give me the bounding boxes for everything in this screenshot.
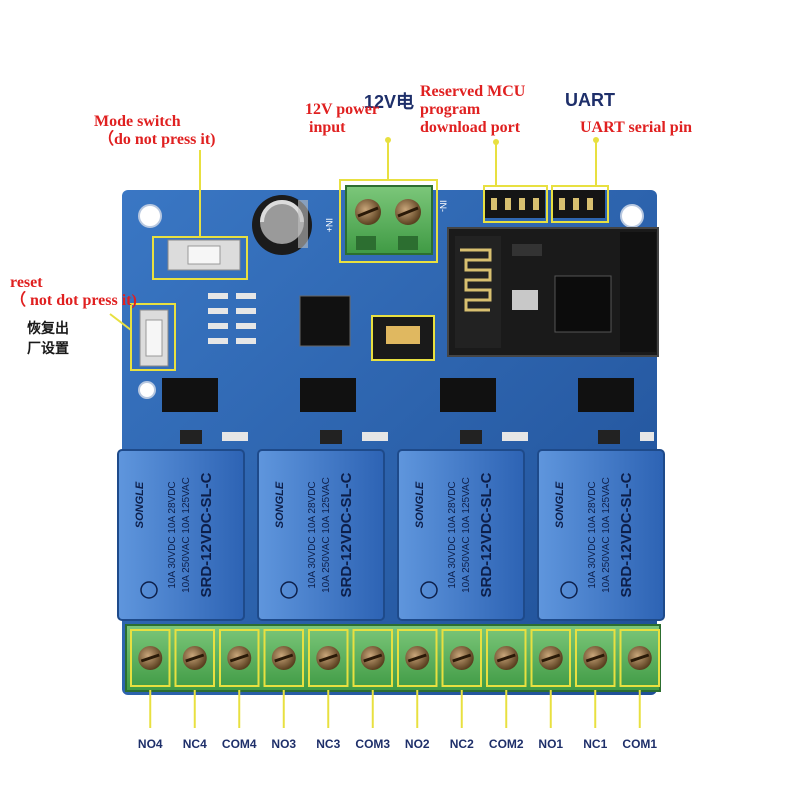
mount-hole [620,204,644,228]
uart-header [553,190,605,218]
callout-leaders [109,140,597,331]
mode-button-graphic [167,239,241,271]
relay-model-text: SRD-12VDC-SL-C [198,472,215,597]
terminal-no1 [530,629,571,687]
capacitor [252,195,312,255]
relay-rating-text: 10A 30VDC 10A 28VDC [167,481,178,588]
terminal-com3 [352,629,393,687]
relay-rating-text: 10A 250VAC 10A 125VAC [181,477,192,593]
relay-model-text: SRD-12VDC-SL-C [338,472,355,597]
terminal-label-no4: NO4 [137,737,163,751]
wifi-module [447,227,659,357]
board-text-in-minus: IN- [438,200,448,212]
callout-mcu-port: Reserved MCU program download port [420,83,526,136]
terminal-label-com2: COM2 [488,737,524,751]
terminal-strip [125,624,661,692]
terminal-com4 [219,629,260,687]
relay-rating-text: 10A 250VAC 10A 125VAC [321,477,332,593]
diode-row [222,432,654,441]
terminal-no3 [263,629,304,687]
transistor-row [180,430,620,444]
relay-model-text: SRD-12VDC-SL-C [478,472,495,597]
board-text-top-uart: UART [565,90,615,110]
terminal-no2 [397,629,438,687]
terminal-label-no3: NO3 [271,737,297,751]
relay-brand-text: SONGLE [274,481,286,528]
power-terminal [345,185,433,255]
terminal-no4 [130,629,171,687]
relay-brand-text: SONGLE [414,481,426,528]
terminal-label-com3: COM3 [355,737,391,751]
callout-uart-pin: UART serial pin [580,119,693,136]
callout-mode-switch: Mode switch （do not press it) [94,113,216,148]
terminal-label-nc3: NC3 [316,737,341,751]
terminal-label-com4: COM4 [221,737,257,751]
terminal-nc3 [308,629,349,687]
terminal-label-nc1: NC1 [583,737,608,751]
relay-model-text: SRD-12VDC-SL-C [618,472,635,597]
jumper-header [371,315,435,361]
relay-rating-text: 10A 30VDC 10A 28VDC [447,481,458,588]
terminal-label-no2: NO2 [404,737,430,751]
relay-rating-text: 10A 30VDC 10A 28VDC [307,481,318,588]
relay-rating-text: 10A 250VAC 10A 125VAC [601,477,612,593]
relay-rating-text: 10A 30VDC 10A 28VDC [587,481,598,588]
reset-button-graphic [139,309,169,367]
board-text-in-plus: IN+ [324,218,334,232]
callout-dots [385,137,599,145]
board-text-top-cn: 12V电 [364,91,414,112]
callout-reset: reset （ not dot press it) [10,274,137,309]
terminal-com2 [486,629,527,687]
terminal-nc1 [575,629,616,687]
optocoupler-row [162,378,634,412]
cn-restore-line2: 厂设置 [27,341,69,357]
terminal-nc2 [441,629,482,687]
cn-restore-line1: 恢复出 [27,321,69,337]
mount-hole [138,204,162,228]
relay-rating-text: 10A 250VAC 10A 125VAC [461,477,472,593]
terminal-nc4 [174,629,215,687]
ic-chip [299,295,351,347]
bottom-leaders [149,690,641,728]
relay-brand-text: SONGLE [134,481,146,528]
relay-brand-text: SONGLE [554,481,566,528]
terminal-com1 [619,629,660,687]
terminal-label-no1: NO1 [538,737,564,751]
callout-power-input: 12V power input [305,101,379,136]
mcu-header [485,190,545,218]
terminal-label-nc2: NC2 [449,737,474,751]
terminal-label-nc4: NC4 [182,737,207,751]
terminal-label-com1: COM1 [622,737,658,751]
mount-hole [138,381,156,399]
smd-components [208,293,256,344]
